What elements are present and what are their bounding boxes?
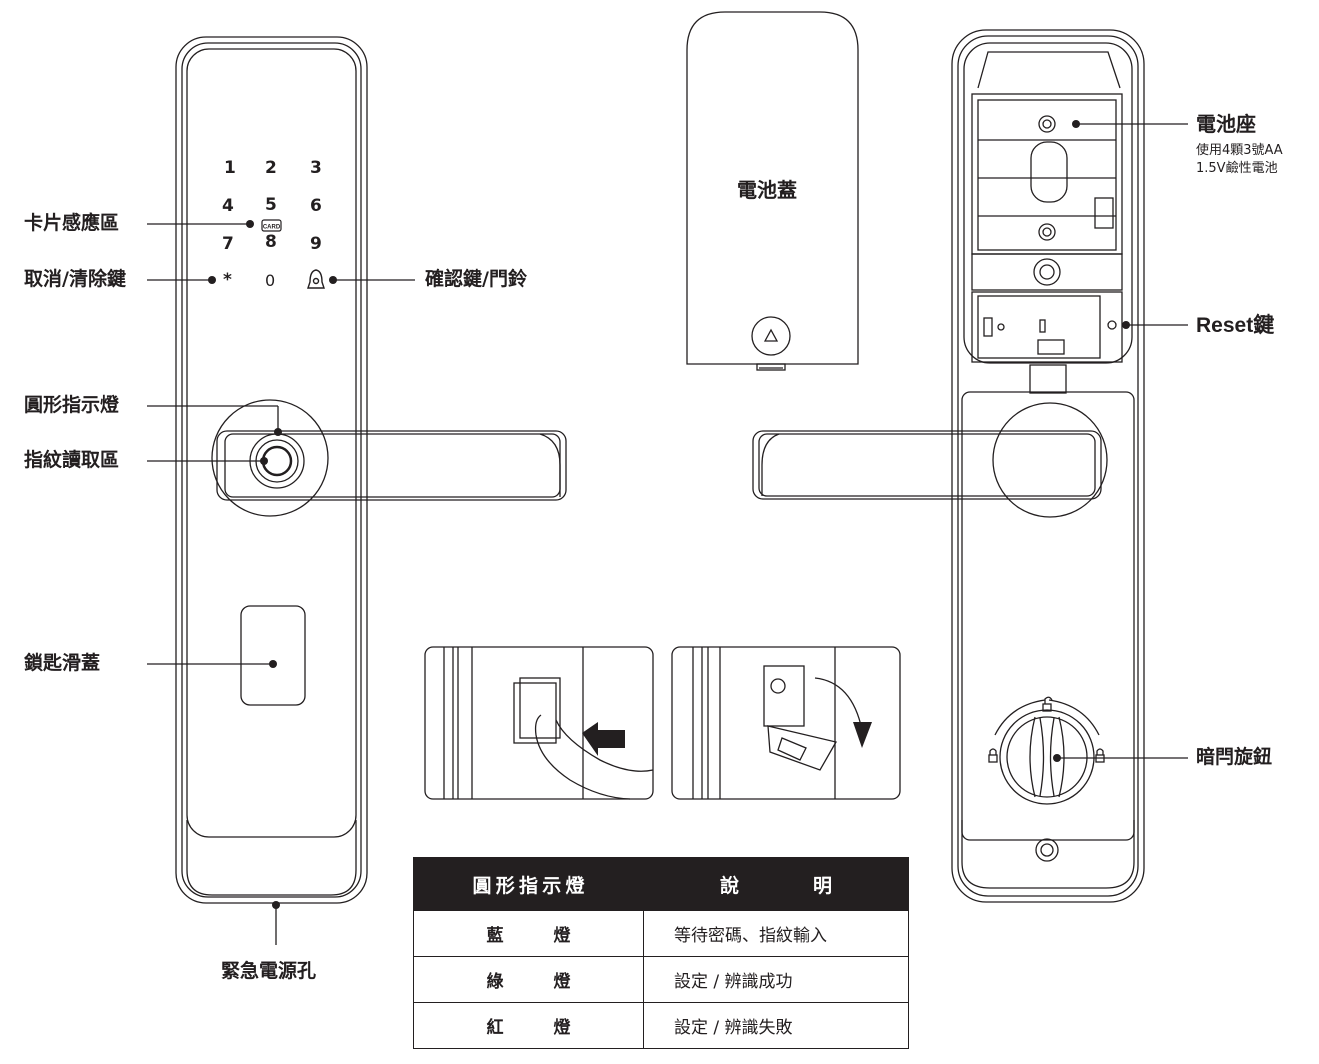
legend-header-light: 圓形指示燈 xyxy=(413,857,644,911)
lock-icon xyxy=(988,754,998,763)
unlock-icon xyxy=(1042,703,1052,712)
label-battery-cover: 電池蓋 xyxy=(737,178,797,202)
key-4[interactable]: 4 xyxy=(222,196,234,216)
legend-desc-red: 設定 / 辨識失敗 xyxy=(643,1002,909,1049)
battery-note-line1: 使用4顆3號AA xyxy=(1196,143,1283,158)
legend-light-green: 綠燈 xyxy=(413,956,644,1003)
legend-light-blue: 藍燈 xyxy=(413,910,644,957)
card-badge-icon xyxy=(261,219,282,232)
key-7[interactable]: 7 xyxy=(222,234,234,254)
svg-text:CARD: CARD xyxy=(263,225,281,231)
key-star[interactable]: * xyxy=(223,270,232,290)
key-6[interactable]: 6 xyxy=(310,196,322,216)
bell-icon xyxy=(307,269,325,289)
key-2[interactable]: 2 xyxy=(265,158,277,178)
table-row: 綠燈 設定 / 辨識成功 xyxy=(413,956,909,1003)
battery-note-line2: 1.5V鹼性電池 xyxy=(1196,161,1278,176)
label-card-zone: 卡片感應區 xyxy=(24,212,120,234)
key-1[interactable]: 1 xyxy=(224,158,236,178)
label-emergency-power: 緊急電源孔 xyxy=(221,960,317,982)
key-5[interactable]: 5 xyxy=(265,195,277,215)
key-0[interactable]: 0 xyxy=(265,271,276,290)
label-confirm-doorbell: 確認鍵/門鈴 xyxy=(425,268,527,290)
label-battery-holder: 電池座 xyxy=(1196,112,1256,136)
key-9[interactable]: 9 xyxy=(310,234,322,254)
table-row: 紅燈 設定 / 辨識失敗 xyxy=(413,1002,909,1049)
label-fingerprint-reader: 指紋讀取區 xyxy=(24,449,120,471)
indicator-legend-table: 圓形指示燈 說明 藍燈 等待密碼、指紋輸入 綠燈 設定 / 辨識成功 紅燈 設定… xyxy=(413,857,909,1049)
label-deadbolt-knob: 暗閂旋鈕 xyxy=(1196,746,1273,768)
label-ring-indicator: 圓形指示燈 xyxy=(24,394,120,416)
key-8[interactable]: 8 xyxy=(265,232,277,252)
key-3[interactable]: 3 xyxy=(310,158,322,178)
legend-header-desc: 說明 xyxy=(643,857,909,911)
label-cancel-clear: 取消/清除鍵 xyxy=(24,268,126,290)
legend-header-row: 圓形指示燈 說明 xyxy=(413,857,909,911)
legend-desc-green: 設定 / 辨識成功 xyxy=(643,956,909,1003)
table-row: 藍燈 等待密碼、指紋輸入 xyxy=(413,910,909,957)
label-key-cover: 鎖匙滑蓋 xyxy=(24,652,101,674)
legend-desc-blue: 等待密碼、指紋輸入 xyxy=(643,910,909,957)
legend-light-red: 紅燈 xyxy=(413,1002,644,1049)
label-reset-key: Reset鍵 xyxy=(1196,314,1275,337)
